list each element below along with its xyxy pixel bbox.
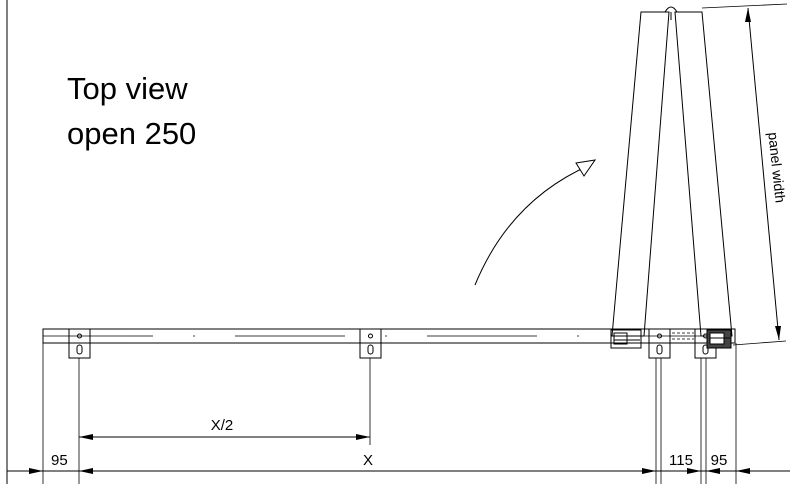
panel-right <box>674 11 733 337</box>
opening-arrow-head <box>575 159 597 177</box>
roller-carriage-left <box>610 329 642 349</box>
panel-width-dimension-line <box>747 7 780 341</box>
panel-width-extension-bottom <box>732 340 787 346</box>
panel-top-hinge <box>664 6 678 13</box>
dimension-label-half-span: X/2 <box>211 417 234 434</box>
dimension-label-hinge-offset: 115 <box>669 452 693 469</box>
drawing-title-line-2: open 250 <box>67 116 197 151</box>
panel-width-arrow-bottom <box>775 326 781 340</box>
extension-lines <box>42 343 737 484</box>
dimension-label-panel-width: panel width <box>765 131 788 203</box>
drawing-title-line-1: Top view <box>67 71 188 106</box>
mounting-bracket-middle <box>359 328 382 359</box>
panel-width-extension-top <box>701 3 788 9</box>
panel-left <box>611 11 670 337</box>
mounting-bracket-left <box>68 328 91 359</box>
opening-direction-arrow <box>474 164 591 286</box>
dimension-label-span: X <box>363 452 373 469</box>
dimension-label-right-offset: 95 <box>711 452 728 469</box>
mounting-bracket-hinge <box>648 328 671 359</box>
roller-carriage-right <box>706 329 732 349</box>
panel-width-arrow-top <box>745 8 751 22</box>
dimension-label-left-offset: 95 <box>51 452 68 469</box>
